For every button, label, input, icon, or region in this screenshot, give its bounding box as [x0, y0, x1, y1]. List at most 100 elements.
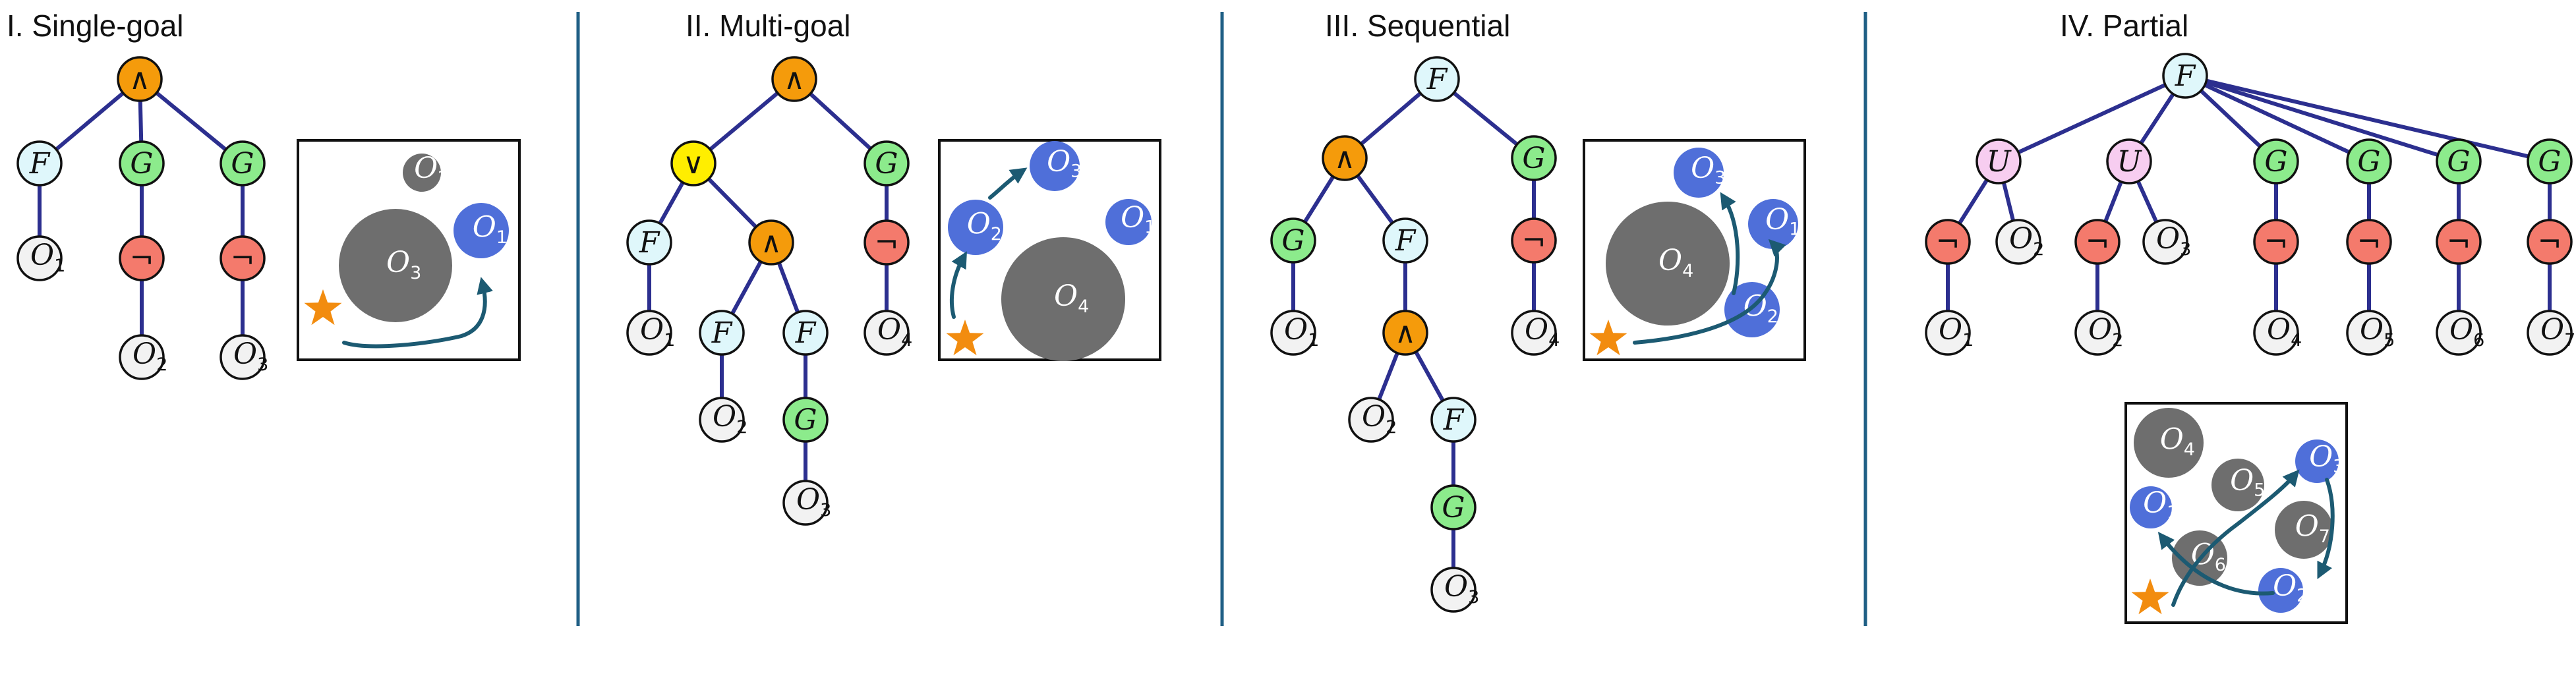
map-obstacle [2275, 501, 2333, 559]
node-operator-label: F [2175, 59, 2196, 93]
tree-edge [1997, 74, 2186, 163]
node-object: O1 [1925, 310, 1974, 356]
map-goal [1105, 199, 1152, 245]
node-object: O1 [626, 310, 675, 356]
map-goal [454, 203, 509, 258]
node-not: ¬ [1511, 217, 1557, 264]
node-object-label: O3 [796, 483, 831, 521]
node-object-label: O6 [2449, 313, 2484, 351]
trajectory-path [2171, 469, 2300, 607]
panel-title-multi-goal: II. Multi-goal [686, 9, 851, 43]
node-object: O1 [1270, 310, 1319, 356]
node-not: ¬ [119, 235, 165, 281]
node-operator-label: G [2264, 145, 2287, 179]
node-operator-label: G [2447, 145, 2470, 179]
map-object-label: O3 [1691, 152, 1726, 188]
trajectory-path [988, 167, 1028, 200]
node-operator-label: G [875, 147, 898, 181]
map-goal [1748, 199, 1798, 249]
node-object-label: O3 [1444, 570, 1479, 608]
node-operator-label: ∧ [1334, 142, 1355, 175]
node-object: O5 [2346, 310, 2395, 356]
map-object-label: O2 [414, 152, 449, 188]
node-object: O7 [2527, 310, 2575, 356]
node-operator-label: G [794, 403, 817, 437]
node-eventually: F [626, 219, 672, 266]
map-obstacle [403, 154, 441, 192]
map-goal [2258, 568, 2303, 613]
node-operator-label: ¬ [130, 242, 154, 275]
node-operator-label: ¬ [2086, 225, 2110, 259]
node-operator-label: ¬ [2264, 225, 2289, 259]
node-operator-label: G [1281, 224, 1304, 258]
trajectory-path [1720, 192, 1740, 295]
node-object: O3 [1430, 567, 1479, 613]
node-object: O2 [2074, 310, 2123, 356]
node-operator-label: F [1426, 63, 1448, 96]
node-and: ∧ [771, 56, 817, 102]
node-object: O2 [1348, 397, 1397, 443]
node-operator-label: F [29, 147, 51, 181]
node-always: G [1270, 217, 1316, 264]
node-operator-label: ∨ [683, 147, 704, 181]
node-operator-label: ¬ [2538, 225, 2562, 259]
node-object: O4 [2253, 310, 2302, 356]
star-icon [946, 320, 984, 356]
map-obstacle [1606, 202, 1730, 326]
node-always: G [864, 140, 910, 186]
map-obstacle [1001, 237, 1125, 361]
node-operator-label: G [130, 147, 153, 181]
node-object-label: O1 [640, 313, 675, 351]
trajectory-path [949, 251, 967, 319]
node-object-label: O2 [2009, 222, 2044, 260]
node-operator-label: U [1986, 145, 2012, 179]
map-obstacle [2211, 459, 2264, 511]
map-object-label: O7 [2295, 509, 2330, 547]
node-not: ¬ [864, 219, 910, 266]
map-object-label: O5 [2230, 464, 2265, 501]
tree-edge [2184, 74, 2550, 163]
node-always: G [220, 140, 266, 186]
map-object-label: O3 [386, 246, 421, 283]
map-object-label: O1 [473, 210, 508, 248]
node-always: G [119, 140, 165, 186]
star-icon [2131, 579, 2169, 615]
node-operator-label: ¬ [2447, 225, 2471, 259]
trajectory-path [2317, 478, 2335, 580]
node-object: O3 [220, 334, 268, 380]
star-icon [304, 289, 342, 326]
node-operator-label: ¬ [1522, 224, 1546, 258]
node-operator-label: ¬ [231, 242, 255, 275]
node-not: ¬ [2527, 219, 2573, 265]
node-eventually: F [782, 310, 829, 356]
map-object-label: O3 [2309, 440, 2344, 477]
map-obstacle [2134, 408, 2204, 478]
node-operator-label: F [1395, 224, 1417, 258]
node-not: ¬ [2346, 219, 2392, 265]
map-goal [1674, 148, 1724, 198]
node-operator-label: ∧ [129, 63, 150, 96]
map-object-label: O1 [2143, 486, 2178, 523]
node-and: ∧ [117, 56, 163, 102]
node-operator-label: G [2538, 145, 2561, 179]
node-always: G [782, 397, 829, 443]
node-object: O2 [1995, 219, 2044, 265]
node-always: G [2253, 138, 2299, 184]
node-object: O4 [864, 310, 912, 356]
node-object: O1 [16, 235, 65, 281]
node-object: O6 [2436, 310, 2484, 356]
star-icon [1589, 320, 1627, 356]
map-goal [948, 200, 1003, 255]
node-and: ∧ [1382, 310, 1428, 356]
node-not: ¬ [220, 235, 266, 281]
trajectory-path [1633, 239, 1786, 345]
node-operator-label: ∧ [784, 63, 805, 96]
node-always: G [1430, 484, 1477, 530]
node-object-label: O3 [233, 337, 268, 375]
node-object: O2 [119, 334, 167, 380]
node-object-label: O1 [1284, 313, 1319, 351]
node-object-label: O7 [2540, 313, 2575, 351]
